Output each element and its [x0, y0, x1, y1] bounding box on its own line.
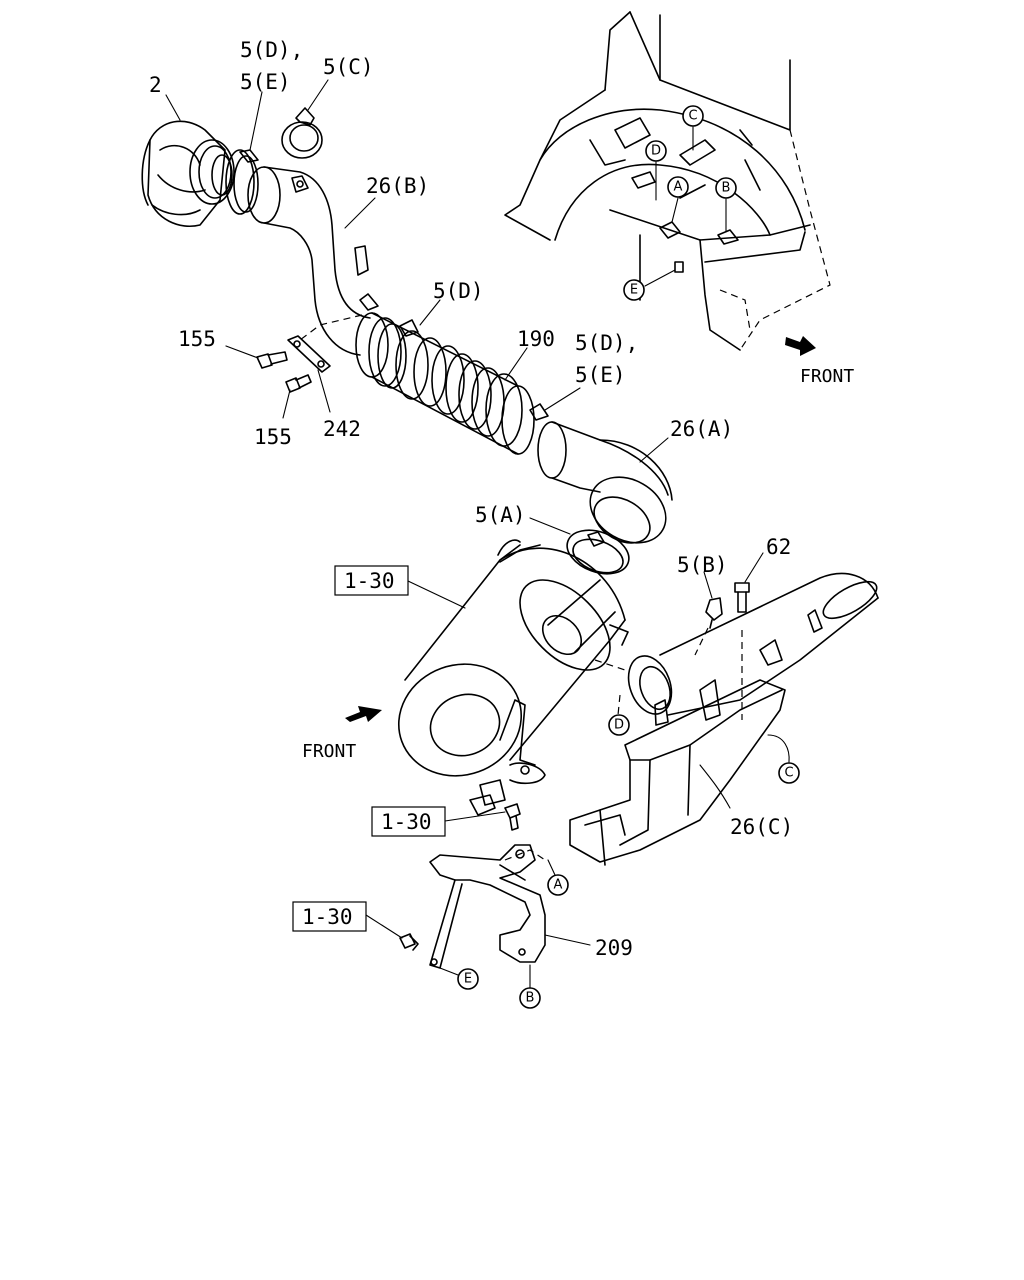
- bolt-1-30-mid: [504, 803, 521, 831]
- ref-box-3[interactable]: 1-30: [292, 901, 367, 932]
- clamp-5de-top: [225, 149, 259, 215]
- callout-5d-mid: 5(D): [433, 279, 484, 303]
- circle-letter-e-top: [623, 279, 645, 301]
- ref-box-text: 1-30: [344, 569, 395, 593]
- cab-wheelhouse-panel: [504, 11, 831, 351]
- circle-letter-a-low: [547, 874, 569, 896]
- callout-5de-top-2: 5(E): [240, 70, 291, 94]
- clamp-5a: [566, 529, 630, 575]
- circle-letter-text: B: [526, 991, 535, 1006]
- circle-letter-text: B: [722, 181, 731, 196]
- callout-5b: 5(B): [677, 553, 728, 577]
- callout-5de-right-1: 5(D),: [575, 331, 638, 355]
- intake-elbow-2: [141, 120, 235, 227]
- hose-26b: [247, 166, 371, 356]
- clip-5b: [705, 597, 723, 629]
- circle-letter-text: E: [464, 972, 472, 987]
- circle-letter-e-low: [457, 968, 479, 990]
- clamp-5c: [281, 107, 323, 159]
- ref-box-text: 1-30: [302, 905, 353, 929]
- circle-letter-d-top: [645, 140, 667, 162]
- ref-box-text: 1-30: [381, 810, 432, 834]
- ref-box-1[interactable]: 1-30: [334, 565, 409, 596]
- hose-26a: [537, 421, 673, 544]
- bolt-155-top: [256, 351, 288, 369]
- callout-209: 209: [595, 936, 633, 960]
- circle-letter-text: A: [674, 180, 683, 195]
- duct-26c: [569, 572, 879, 866]
- front-label-right: FRONT: [800, 366, 854, 387]
- air-cleaner-housing: [397, 539, 629, 816]
- callout-5a: 5(A): [475, 503, 526, 527]
- circle-letter-c-mid: [778, 762, 800, 784]
- callout-242: 242: [323, 417, 361, 441]
- hose-190: [355, 293, 549, 455]
- callout-190: 190: [517, 327, 555, 351]
- circle-letter-text: A: [554, 878, 563, 893]
- circle-letter-c-top: [682, 105, 704, 127]
- bracket-209: [429, 844, 546, 969]
- circle-letter-a-top: [667, 176, 689, 198]
- callout-26a: 26(A): [670, 417, 733, 441]
- circle-letter-text: E: [630, 283, 638, 298]
- circle-letter-text: C: [784, 766, 793, 781]
- leader-lines: [165, 79, 764, 946]
- bolt-155-bottom: [285, 374, 312, 393]
- circle-letter-text: D: [651, 144, 661, 159]
- top-ref-circles: C D A B E: [623, 105, 737, 301]
- front-arrow-icon: [345, 706, 382, 722]
- bolt-1-30-low: [399, 933, 419, 951]
- front-label-left: FRONT: [302, 741, 356, 762]
- circle-letter-text: D: [614, 718, 624, 733]
- circle-letter-text: C: [688, 109, 697, 124]
- circle-letter-d-mid: [608, 714, 630, 736]
- callout-5de-top-1: 5(D),: [240, 38, 303, 62]
- callout-62: 62: [766, 535, 791, 559]
- front-arrow-icon: [785, 336, 816, 356]
- lower-ref-circles: D C A E B: [439, 714, 800, 1009]
- ref-box-2[interactable]: 1-30: [371, 806, 446, 837]
- callout-155-bottom: 155: [254, 425, 292, 449]
- bolt-62: [734, 582, 750, 613]
- circle-letter-b-top: [715, 177, 737, 199]
- callout-26b: 26(B): [366, 174, 429, 198]
- callout-5de-right-2: 5(E): [575, 363, 626, 387]
- callout-155-top: 155: [178, 327, 216, 351]
- bracket-242: [287, 335, 331, 373]
- circle-letter-b-low: [519, 987, 541, 1009]
- callout-2: 2: [149, 73, 162, 97]
- callout-5c: 5(C): [323, 55, 374, 79]
- callout-26c: 26(C): [730, 815, 793, 839]
